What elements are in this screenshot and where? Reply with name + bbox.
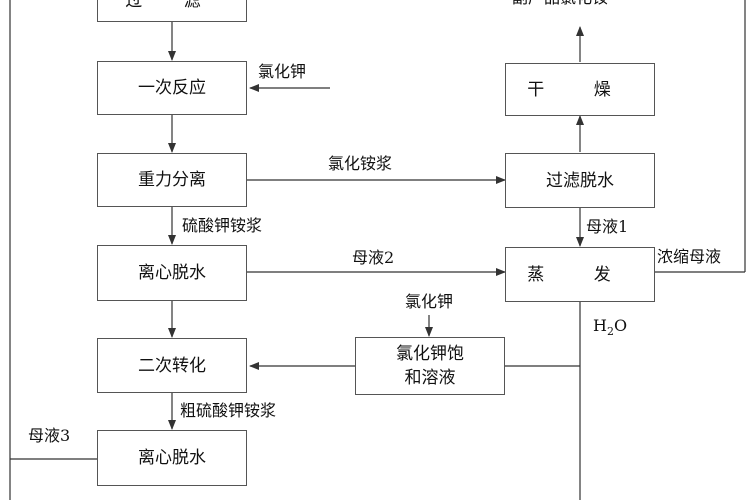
label-h2o-sub: 2 bbox=[606, 325, 614, 339]
label-product-partial: 副产品氯化铵 bbox=[512, 0, 608, 8]
box-reaction1-text: 一次反应 bbox=[138, 78, 206, 98]
box-drying-text: 干 燥 bbox=[527, 79, 633, 100]
label-concentrated-mother-liquor: 浓缩母液 bbox=[657, 247, 722, 266]
label-k-nh4-sulfate-slurry: 硫酸钾铵浆 bbox=[182, 216, 263, 235]
box-reaction1: 一次反应 bbox=[97, 61, 247, 115]
box-kcl-solution-line1: 氯化钾饱 bbox=[396, 344, 464, 364]
box-centrifuge2-text: 离心脱水 bbox=[138, 448, 206, 468]
box-filter-top: 过 滤 bbox=[97, 0, 247, 22]
box-centrifuge2: 离心脱水 bbox=[97, 430, 247, 486]
box-gravity-separation-text: 重力分离 bbox=[138, 170, 206, 190]
box-filter-dewater-text: 过滤脱水 bbox=[546, 170, 614, 191]
box-filter-dewater: 过滤脱水 bbox=[505, 153, 655, 208]
box-kcl-solution-line2: 和溶液 bbox=[404, 368, 456, 388]
label-kcl-feed-2: 氯化钾 bbox=[405, 292, 454, 311]
label-h2o-h: H bbox=[593, 316, 607, 335]
box-kcl-saturated-solution: 氯化钾饱 和溶液 bbox=[355, 337, 505, 395]
label-h2o: H2O bbox=[593, 316, 627, 342]
label-crude-slurry: 粗硫酸钾铵浆 bbox=[180, 401, 277, 420]
box-conversion2-text: 二次转化 bbox=[138, 355, 206, 376]
box-filter-top-text: 过 滤 bbox=[125, 0, 219, 11]
box-centrifuge1-text: 离心脱水 bbox=[138, 263, 206, 283]
label-h2o-o: O bbox=[613, 316, 628, 335]
box-drying: 干 燥 bbox=[505, 63, 655, 116]
label-kcl-feed-1: 氯化钾 bbox=[258, 62, 307, 81]
box-gravity-separation: 重力分离 bbox=[97, 153, 247, 207]
label-mother-liquor-2: 母液2 bbox=[352, 248, 395, 267]
box-centrifuge1: 离心脱水 bbox=[97, 245, 247, 301]
label-nh4cl-slurry: 氯化铵浆 bbox=[328, 154, 393, 173]
box-evaporation-text: 蒸 发 bbox=[527, 264, 633, 285]
label-mother-liquor-1: 母液1 bbox=[586, 217, 629, 236]
box-evaporation: 蒸 发 bbox=[505, 247, 655, 302]
label-mother-liquor-3: 母液3 bbox=[28, 426, 71, 445]
box-conversion2: 二次转化 bbox=[97, 338, 247, 393]
